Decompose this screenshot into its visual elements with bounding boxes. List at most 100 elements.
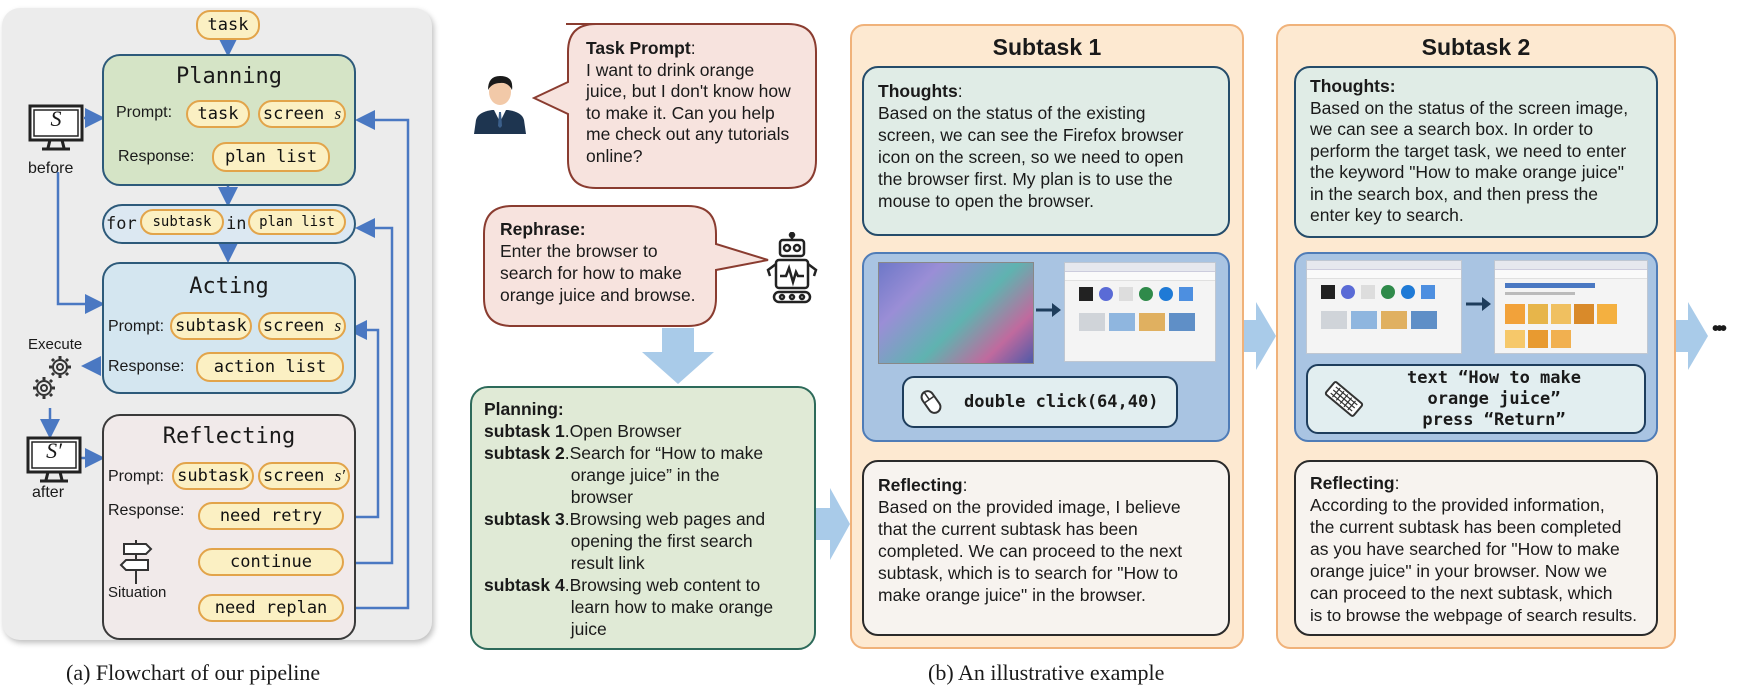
plan-item-line: .Browsing web pages and <box>564 509 766 529</box>
right-arrow-icon <box>1244 302 1276 370</box>
task-prompt-line: online? <box>586 145 643 166</box>
plan-item-line: opening the first search <box>570 531 753 551</box>
thought-line: Based on the status of the screen image, <box>1310 97 1629 118</box>
down-arrow-icon <box>642 328 714 384</box>
browser-screenshot <box>1064 262 1216 362</box>
reflect-line: can proceed to the next subtask, which <box>1310 583 1613 603</box>
keyboard-icon <box>1324 381 1364 417</box>
thought-line: perform the target task, we need to ente… <box>1310 140 1627 161</box>
ellipsis-more: ••• <box>1712 318 1727 340</box>
subtask-1-action-text: double click(64,40) <box>964 392 1159 412</box>
task-prompt-text: Task Prompt: I want to drink orange juic… <box>586 38 812 167</box>
plan-item: subtask 1 .Open Browser <box>484 420 814 442</box>
reflecting-prompt-screen-pill: screen s′ <box>258 462 350 490</box>
thought-line: we can see a search box. In order to <box>1310 119 1594 139</box>
action-line: press “Return” <box>1422 409 1566 430</box>
rephrase-line: Enter the browser to <box>500 241 658 261</box>
monitor-before-icon <box>28 104 84 151</box>
planning-content: Planning: <box>484 398 564 420</box>
right-arrow-icon <box>816 488 850 560</box>
planning-response-label: Response: <box>118 148 195 165</box>
rephrase-text: Rephrase: Enter the browser to search fo… <box>500 218 720 306</box>
monitor-after-icon <box>26 436 82 483</box>
loop-iter-pill: plan list <box>248 209 346 235</box>
reflect-line: as you have searched for "How to make <box>1310 539 1620 559</box>
task-input-pill: task <box>196 10 260 40</box>
subtask-2-reflecting-heading: Reflecting <box>1310 473 1395 493</box>
reflect-line: that the current subtask has been <box>878 519 1138 539</box>
subtask-2-reflecting-box: Reflecting: According to the provided in… <box>1294 460 1658 636</box>
monitor-before-label: before <box>28 160 74 177</box>
subtask-1-thoughts-box: Thoughts: Based on the status of the exi… <box>862 66 1230 236</box>
rephrase-line: orange juice and browse. <box>500 285 696 305</box>
situation-label: Situation <box>108 584 167 601</box>
plan-item-line: orange juice” in the <box>570 465 720 485</box>
reflect-line: completed. We can proceed to the next <box>878 541 1183 561</box>
acting-response-label: Response: <box>108 358 185 375</box>
planning-list: subtask 1 .Open Browser subtask 2 .Searc… <box>484 420 814 640</box>
planning-prompt-task-pill: task <box>186 100 250 128</box>
monitor-before-symbol: S <box>50 106 62 131</box>
subtask-1-thoughts-colon: : <box>957 81 963 101</box>
planning-prompt-screen-pill: screen s <box>258 100 346 128</box>
plan-item-line: .Search for “How to make <box>564 443 764 463</box>
action-line: orange juice” <box>1427 388 1561 409</box>
task-prompt-bubble-shape <box>532 23 817 189</box>
desktop-screenshot <box>878 262 1034 364</box>
arrow-right-icon <box>1036 303 1061 317</box>
subtask-1-action-box: double click(64,40) <box>902 376 1178 428</box>
plan-item-line: .Browsing web content to <box>564 575 761 595</box>
task-prompt-line: me check out any tutorials <box>586 124 790 144</box>
subtask-1-reflecting-box: Reflecting: Based on the provided image,… <box>862 460 1230 636</box>
plan-item-label: subtask 3 <box>484 509 565 529</box>
plan-item-line: browser <box>570 487 633 507</box>
thought-line: in the search box, and then press the <box>1310 183 1598 204</box>
caption-flowchart: (a) Flowchart of our pipeline <box>66 660 321 685</box>
task-prompt-heading: Task Prompt <box>586 38 691 58</box>
reflect-line: make orange juice" in the browser. <box>878 585 1146 605</box>
reflect-line: is to browse the webpage of search resul… <box>1310 606 1637 625</box>
mouse-icon <box>920 390 942 414</box>
outcome-continue-pill: continue <box>198 548 344 576</box>
acting-title: Acting <box>189 274 269 299</box>
caption-example: (b) An illustrative example <box>928 660 1165 685</box>
subtask-1-thoughts-heading: Thoughts <box>878 81 958 101</box>
subtask-1-reflecting-heading: Reflecting <box>878 475 963 495</box>
subtask-2-action-box: text “How to make orange juice” press “R… <box>1306 364 1646 434</box>
planning-prompt-label: Prompt: <box>116 104 173 121</box>
reflect-line: orange juice" in your browser. Now we <box>1310 561 1608 581</box>
right-arrow-icon <box>1676 302 1708 370</box>
reflect-line: According to the provided information, <box>1310 495 1605 515</box>
monitor-after-symbol: S′ <box>46 438 62 463</box>
subtask-1-title: Subtask 1 <box>992 34 1102 60</box>
thought-line: screen, we can see the Firefox browser <box>878 125 1184 145</box>
plan-item-label: subtask 2 <box>484 443 565 463</box>
search-results-screenshot <box>1494 260 1648 354</box>
monitor-after-label: after <box>32 484 65 501</box>
reflect-line: the current subtask has been completed <box>1310 517 1622 537</box>
reflect-line: subtask, which is to search for "How to <box>878 563 1178 583</box>
acting-response-pill: action list <box>196 352 344 382</box>
task-prompt-heading-colon: : <box>690 38 696 58</box>
action-line: text “How to make <box>1407 367 1581 388</box>
subtask-2-reflecting-colon: : <box>1394 473 1400 493</box>
acting-prompt-label: Prompt: <box>108 318 165 335</box>
robot-icon <box>766 232 818 304</box>
user-icon <box>474 76 526 134</box>
gears-icon <box>33 356 71 399</box>
plan-item-label: subtask 1 <box>484 421 565 441</box>
subtask-2-thoughts-heading: Thoughts: <box>1310 76 1396 96</box>
task-prompt-line: to make it. Can you help <box>586 102 775 123</box>
outcome-need-replan-pill: need replan <box>198 594 344 622</box>
reflecting-title: Reflecting <box>162 424 296 449</box>
plan-item-line: .Open Browser <box>564 421 682 441</box>
outcome-need-retry-pill: need retry <box>198 502 344 530</box>
thought-line: icon on the screen, so we need to open <box>878 147 1184 167</box>
planning-heading: Planning: <box>484 399 564 419</box>
rephrase-line: search for how to make <box>500 263 682 283</box>
arrow-right-icon <box>1466 297 1491 311</box>
planning-title: Planning <box>176 64 282 89</box>
rephrase-bubble-shape <box>483 205 769 327</box>
